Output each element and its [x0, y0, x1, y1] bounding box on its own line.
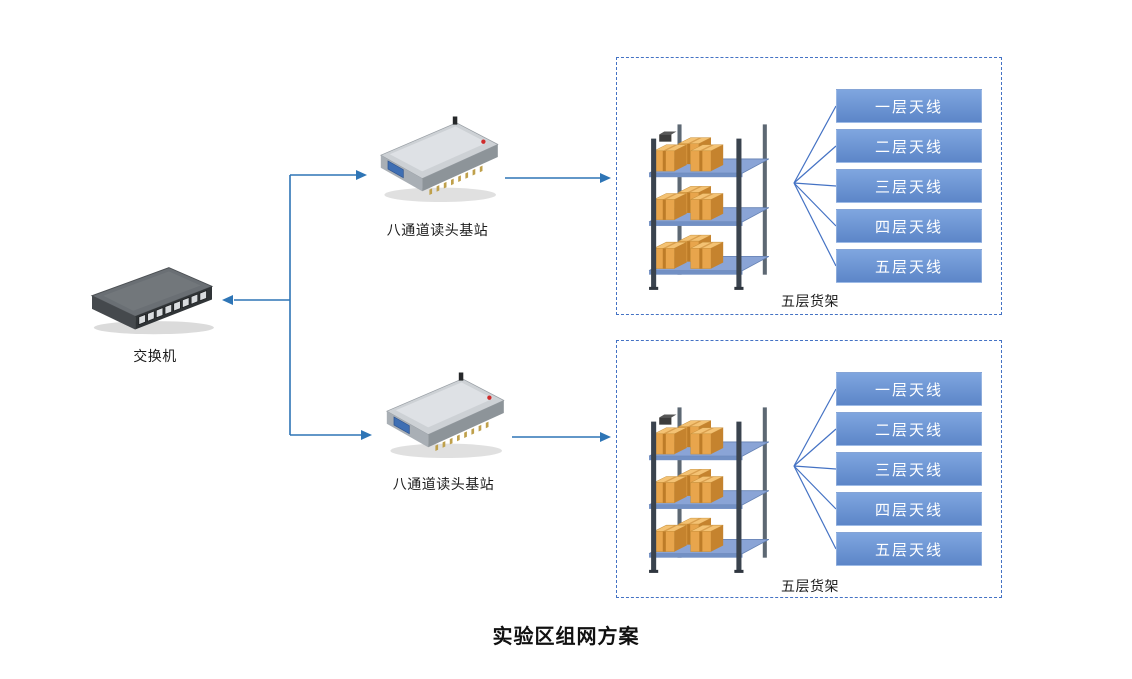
antenna-node: 三层天线	[836, 452, 982, 486]
rack-label-1: 五层货架	[781, 293, 839, 309]
reader-label-2: 八通道读头基站	[392, 476, 495, 492]
rack-label-2: 五层货架	[781, 578, 839, 594]
arrow-reader1-to-rack	[505, 173, 611, 183]
arrow-reader2-to-rack	[512, 432, 611, 442]
antenna-node: 三层天线	[836, 169, 982, 203]
warehouse-rack-image-1	[645, 98, 777, 296]
antenna-node: 四层天线	[836, 492, 982, 526]
arrow-to-reader-2	[290, 430, 372, 440]
antenna-node: 二层天线	[836, 412, 982, 446]
rfid-reader-image-1	[370, 112, 505, 211]
rfid-reader-image-2	[376, 368, 511, 467]
network-switch-image	[86, 262, 218, 337]
diagram-title: 实验区组网方案	[492, 626, 640, 648]
rack-zone-1	[616, 57, 1002, 315]
antenna-node: 一层天线	[836, 372, 982, 406]
rack-zone-2	[616, 340, 1002, 598]
antenna-node: 五层天线	[836, 532, 982, 566]
warehouse-rack-image-2	[645, 381, 777, 579]
antenna-node: 四层天线	[836, 209, 982, 243]
arrow-to-reader-1	[290, 170, 367, 180]
antenna-node: 二层天线	[836, 129, 982, 163]
reader-label-1: 八通道读头基站	[386, 222, 489, 238]
switch-label: 交换机	[133, 348, 177, 364]
antenna-node: 五层天线	[836, 249, 982, 283]
antenna-node: 一层天线	[836, 89, 982, 123]
arrow-to-switch	[222, 295, 290, 305]
